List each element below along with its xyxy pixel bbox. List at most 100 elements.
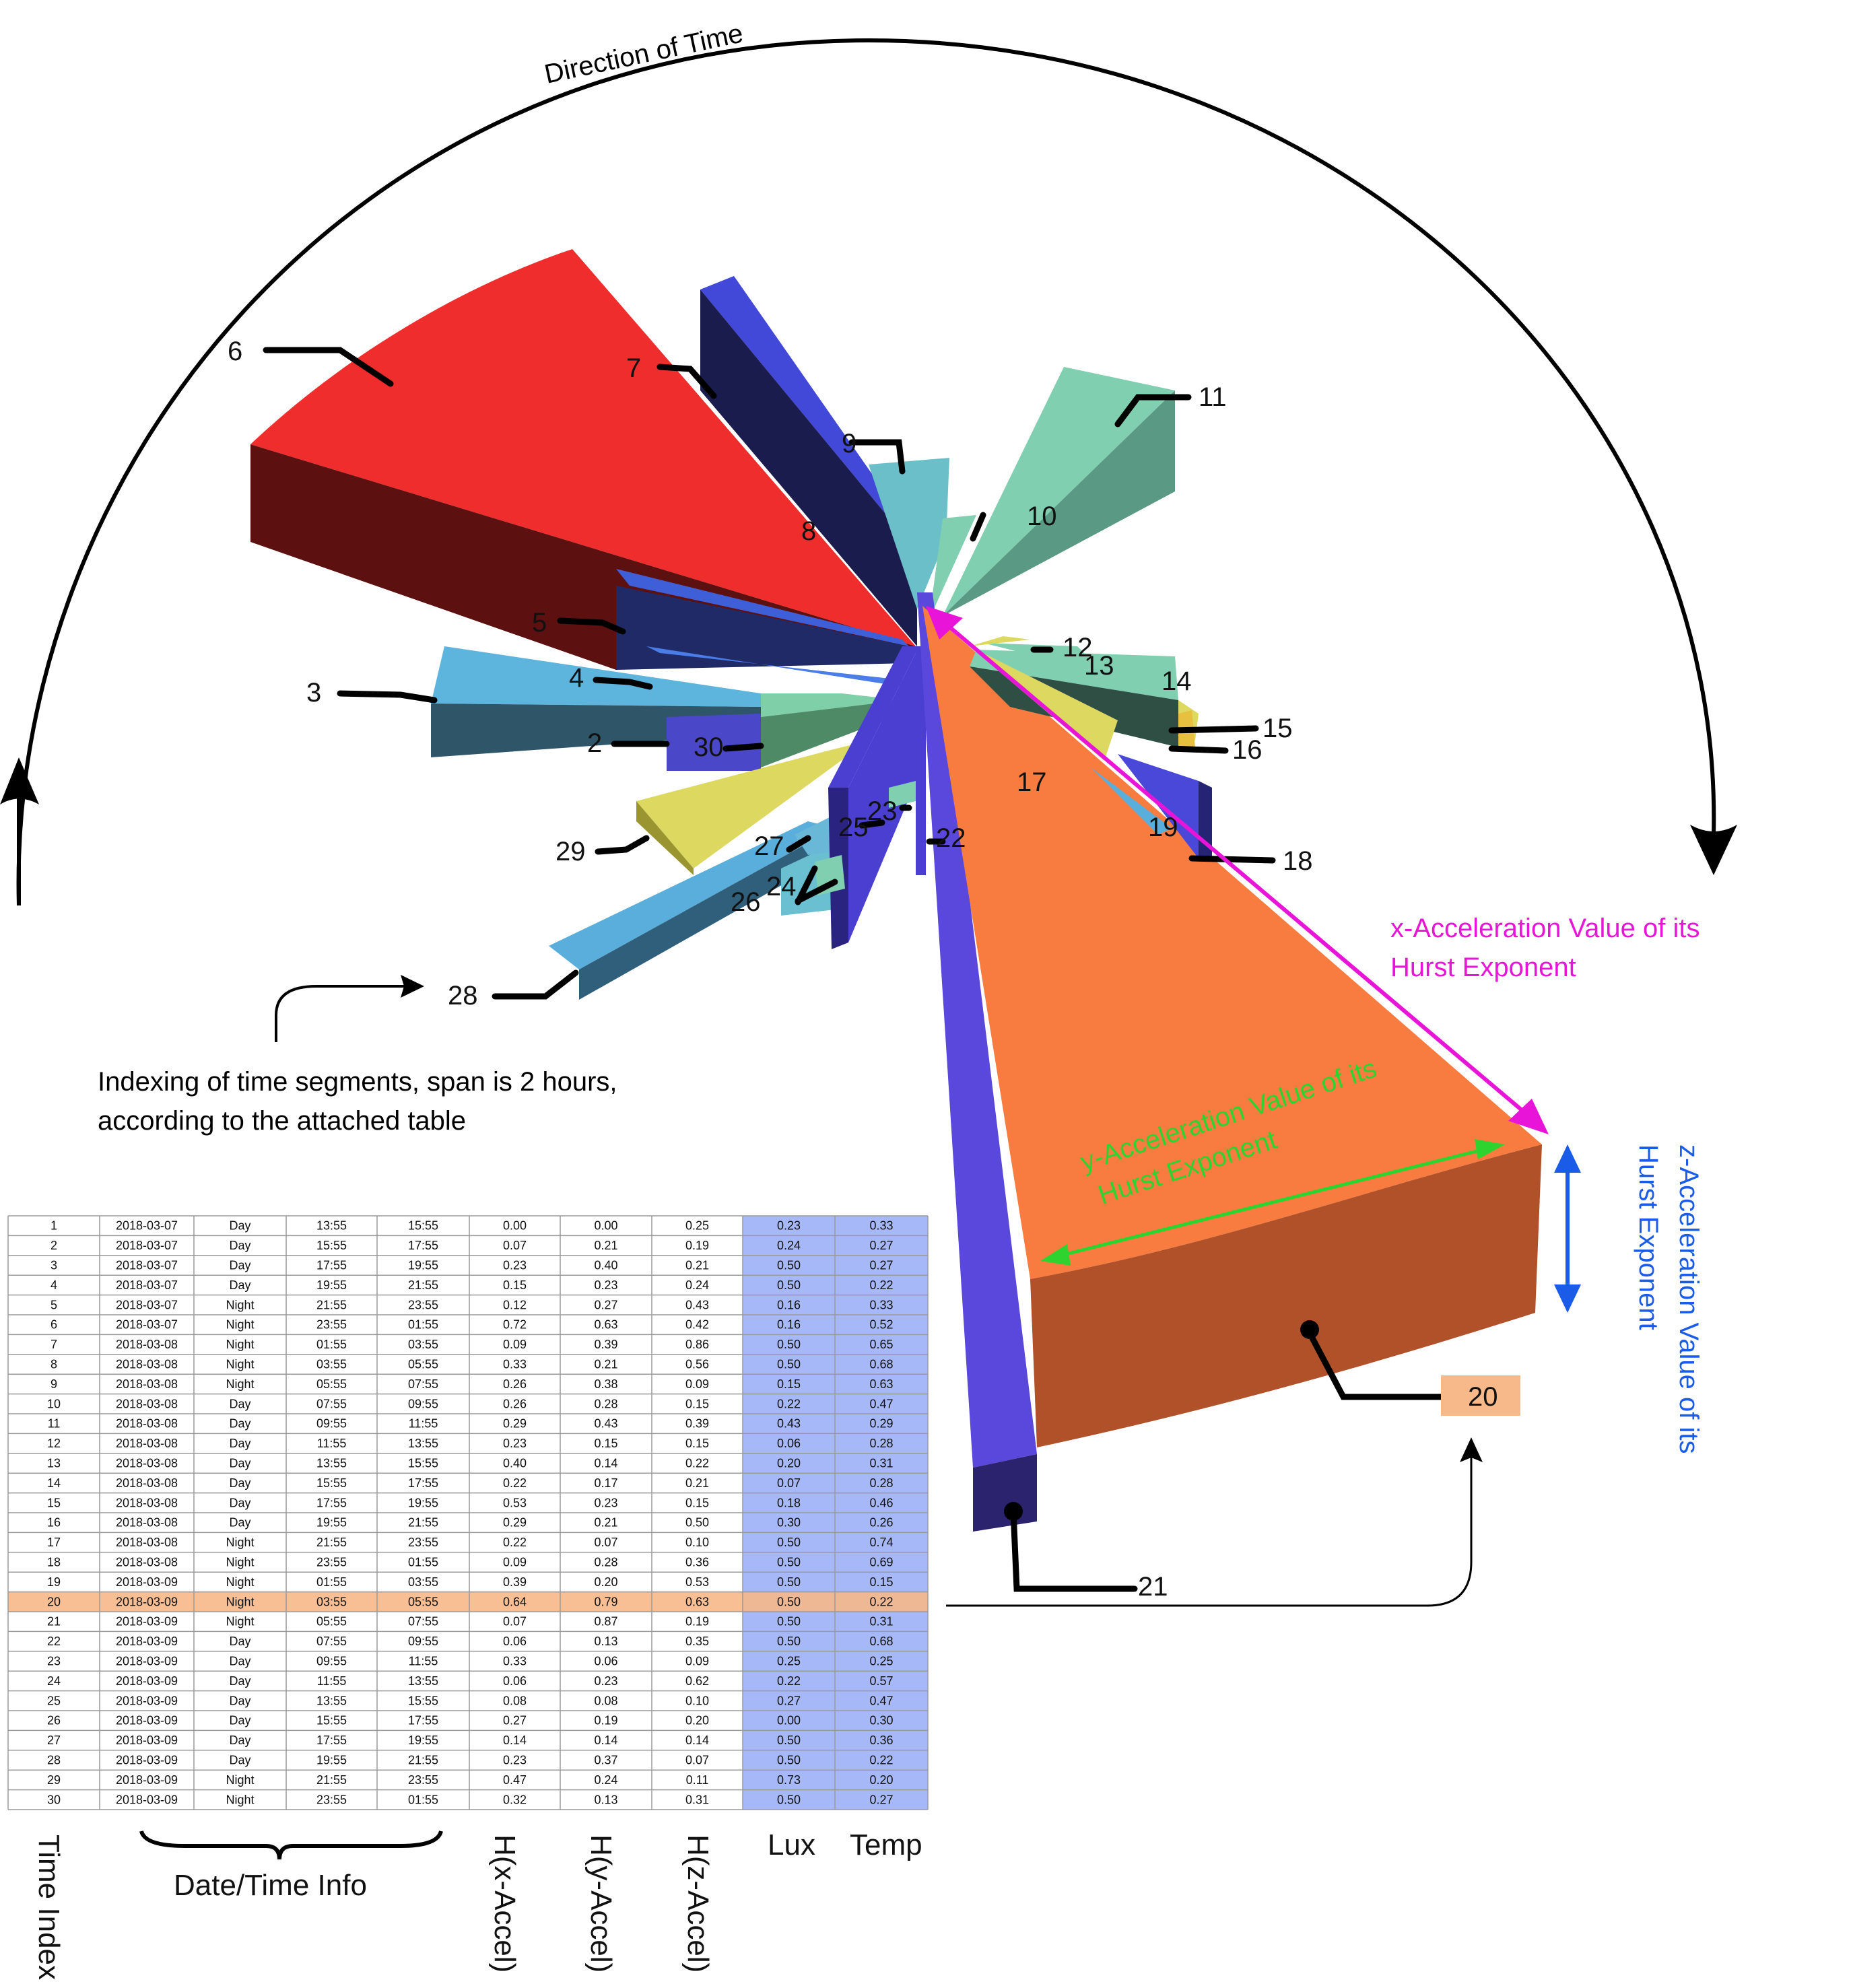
seg-label-26: 26 [731, 887, 761, 917]
table-cell: 29 [47, 1773, 61, 1787]
x-accel-arrowhead-end [1508, 1099, 1549, 1134]
table-cell: 0.20 [594, 1575, 617, 1589]
table-cell: 0.31 [869, 1457, 893, 1470]
table-cell: 17:55 [408, 1239, 438, 1252]
table-cell: Night [226, 1793, 254, 1806]
table-cell: 0.23 [594, 1674, 617, 1688]
table-cell: 0.50 [685, 1516, 709, 1530]
seg-label-22: 22 [936, 823, 966, 853]
seg-label-24: 24 [766, 872, 797, 901]
table-cell: 2018-03-08 [116, 1556, 178, 1569]
seg-label-30: 30 [694, 732, 724, 762]
header-date-time-info: Date/Time Info [174, 1869, 367, 1902]
seg-label-23: 23 [867, 796, 898, 826]
table-cell: 0.36 [685, 1556, 709, 1569]
table-cell: 0.22 [503, 1536, 527, 1549]
table-cell: 0.53 [503, 1496, 527, 1509]
table-cell: 0.25 [777, 1655, 801, 1668]
table-cell: Day [229, 1476, 250, 1490]
table-cell: 0.31 [685, 1793, 709, 1806]
wedge-29-top [636, 741, 869, 868]
seg-label-17: 17 [1017, 767, 1047, 797]
seg-label-28: 28 [448, 981, 478, 1010]
table-cell: 0.22 [777, 1397, 801, 1410]
table-cell: 27 [47, 1734, 61, 1747]
table-cell: 0.24 [685, 1278, 709, 1292]
seg-label-20: 20 [1468, 1382, 1498, 1412]
z-accel-arrowhead-top [1554, 1144, 1581, 1173]
z-accel-label-2: Hurst Exponent [1634, 1144, 1663, 1330]
table-cell: 2018-03-09 [116, 1694, 178, 1707]
table-cell: 0.29 [503, 1516, 527, 1530]
x-accel-arrowhead-start [926, 606, 963, 640]
table-cell: 0.28 [594, 1556, 617, 1569]
table-cell: 2018-03-09 [116, 1793, 178, 1806]
table-cell: 0.09 [503, 1338, 527, 1351]
table-cell: 17 [47, 1536, 61, 1549]
table-cell: 19 [47, 1575, 61, 1589]
table-cell: 19:55 [408, 1734, 438, 1747]
seg-label-18: 18 [1283, 846, 1313, 876]
table-cell: 23 [47, 1655, 61, 1668]
table-cell: 0.50 [777, 1259, 801, 1272]
table-cell: 0.43 [685, 1298, 709, 1311]
table-cell: Night [226, 1377, 254, 1391]
x-accel-label-2: Hurst Exponent [1390, 953, 1576, 982]
table-cell: 0.50 [777, 1278, 801, 1292]
table-cell: 0.33 [869, 1298, 893, 1311]
table-cell: 0.50 [777, 1615, 801, 1629]
table-cell: 0.74 [869, 1536, 893, 1549]
x-accel-label-1: x-Acceleration Value of its [1390, 914, 1699, 943]
wedge-11-side [943, 390, 1175, 616]
table-cell: Day [229, 1239, 250, 1252]
table-cell: 2018-03-07 [116, 1219, 178, 1233]
table-cell: 2018-03-08 [116, 1516, 178, 1530]
table-cell: 0.52 [869, 1318, 893, 1332]
seg-label-8: 8 [801, 516, 816, 546]
table-cell: 13 [47, 1457, 61, 1470]
table-cell: 19:55 [316, 1754, 347, 1767]
table-cell: Day [229, 1655, 250, 1668]
table-cell: 0.15 [685, 1496, 709, 1509]
header-temp: Temp [850, 1828, 922, 1861]
table-cell: 0.47 [869, 1694, 893, 1707]
seg-label-25: 25 [838, 813, 869, 842]
table-cell: 25 [47, 1694, 61, 1707]
table-cell: 0.15 [685, 1437, 709, 1450]
table-cell: 0.27 [503, 1714, 527, 1727]
table-cell: 0.50 [777, 1536, 801, 1549]
table-cell: 1 [51, 1219, 57, 1233]
table-cell: 2018-03-07 [116, 1259, 178, 1272]
table-cell: 0.29 [503, 1417, 527, 1431]
table-cell: 0.09 [685, 1377, 709, 1391]
table-cell: 0.22 [777, 1674, 801, 1688]
table-cell: 0.40 [594, 1259, 617, 1272]
table-cell: 0.40 [503, 1457, 527, 1470]
table-cell: 0.21 [594, 1358, 617, 1371]
table-cell: 0.64 [503, 1595, 527, 1608]
table-cell: 2018-03-08 [116, 1536, 178, 1549]
table-cell: 0.63 [685, 1595, 709, 1608]
table-cell: 2018-03-08 [116, 1457, 178, 1470]
table-cell: 21 [47, 1615, 61, 1629]
table-cell: 03:55 [316, 1595, 347, 1608]
table-cell: 17:55 [316, 1734, 347, 1747]
x-accel-arrow [931, 611, 1540, 1126]
table-cell: 0.69 [869, 1556, 893, 1569]
column-headers: Time Index Date/Time Info H(x-Accel) H(y… [32, 1828, 922, 1980]
table-cell: Day [229, 1259, 250, 1272]
table-cell: 0.50 [777, 1793, 801, 1806]
table-cell: 0.39 [685, 1417, 709, 1431]
table-cell: 0.20 [869, 1773, 893, 1787]
table-cell: 10 [47, 1397, 61, 1410]
table-cell: 0.26 [869, 1516, 893, 1530]
wedge-11-top [943, 367, 1175, 616]
table-cell: 0.53 [685, 1575, 709, 1589]
table-cell: 0.11 [686, 1773, 709, 1787]
seg-label-20-box [1441, 1375, 1520, 1416]
